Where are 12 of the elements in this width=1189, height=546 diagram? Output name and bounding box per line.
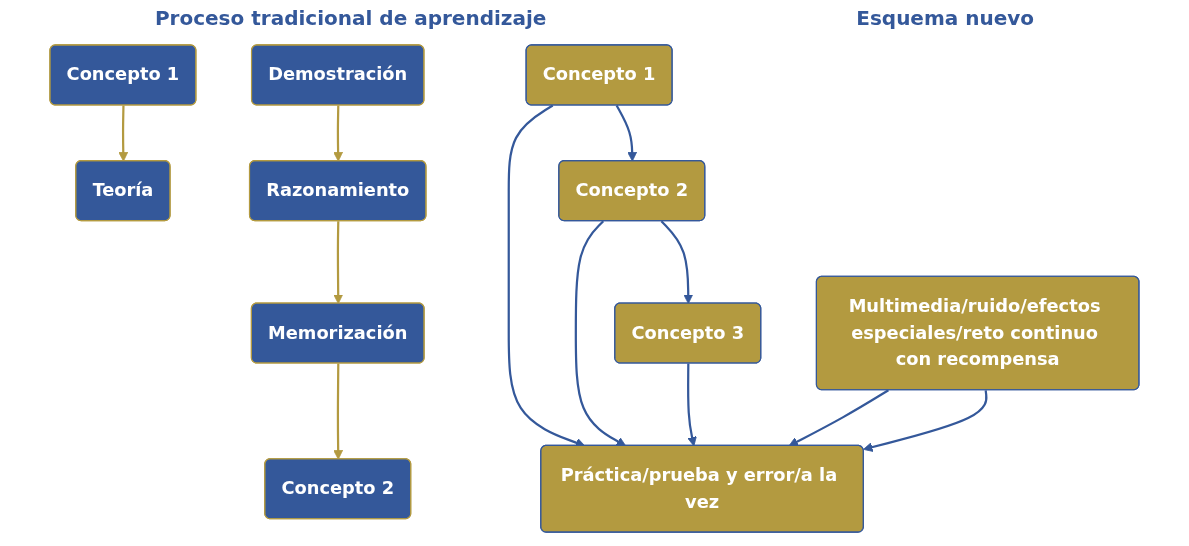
arrow: [574, 220, 627, 447]
arrow: [333, 105, 344, 162]
section-heading: Esquema nuevo: [856, 6, 1035, 30]
arrow: [687, 363, 697, 447]
arrow: [863, 390, 988, 452]
arrow: [660, 220, 694, 304]
arrow: [333, 221, 344, 304]
arrow: [788, 389, 890, 447]
arrow: [333, 363, 344, 460]
arrow: [118, 105, 129, 162]
arrow: [615, 105, 638, 162]
section-heading: Proceso tradicional de aprendizaje: [154, 6, 547, 30]
